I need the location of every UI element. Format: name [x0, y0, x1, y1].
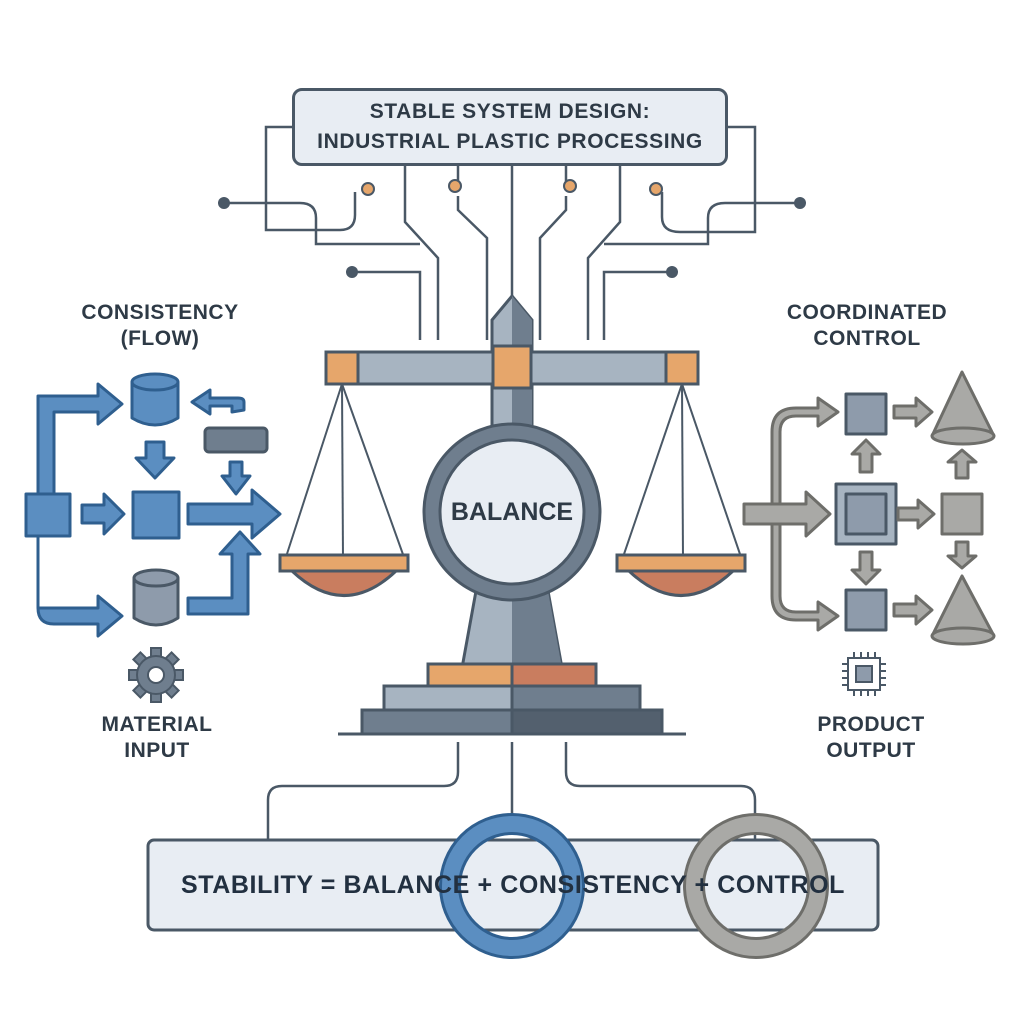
bottom-connectors — [266, 742, 757, 840]
process-block — [131, 490, 181, 540]
control-block — [844, 588, 888, 632]
consistency-label: CONSISTENCY (FLOW) — [60, 300, 260, 352]
title-panel: STABLE SYSTEM DESIGN: INDUSTRIAL PLASTIC… — [292, 88, 728, 166]
flow-arrow-down — [134, 440, 176, 480]
material-label-line-1: MATERIAL — [101, 713, 213, 736]
flow-arrow-bottom — [36, 534, 124, 638]
coordinated-label-line-1: COORDINATED — [786, 301, 948, 324]
title-line-2: INDUSTRIAL PLASTIC PROCESSING — [317, 130, 703, 153]
title-circuit-lines — [224, 125, 800, 340]
output-block — [940, 492, 984, 536]
flow-arrow-top — [36, 382, 124, 496]
flow-arrow-to-scale — [186, 488, 282, 540]
control-ring-icon — [683, 813, 829, 959]
product-output-label: PRODUCT OUTPUT — [776, 712, 966, 764]
coordinated-control-label: COORDINATED CONTROL — [762, 300, 972, 352]
chip-icon — [842, 652, 886, 696]
circuit-nodes — [218, 179, 806, 278]
coordinated-label-line-2: CONTROL — [813, 327, 921, 350]
flow-arrow-middle — [80, 492, 126, 536]
gear-icon — [128, 647, 184, 703]
stability-formula: STABILITY = BALANCE + CONSISTENCY + CONT… — [180, 870, 846, 899]
coordinated-control-diagram — [742, 370, 996, 646]
balance-scale-icon — [278, 293, 747, 736]
input-block — [24, 492, 72, 538]
database-icon — [132, 568, 180, 627]
consistency-flow-diagram — [24, 372, 282, 638]
material-label-line-2: INPUT — [124, 739, 190, 762]
consistency-ring-icon — [439, 813, 585, 959]
cone-icon — [930, 370, 996, 446]
control-block — [844, 392, 888, 436]
balance-label: BALANCE — [450, 497, 574, 526]
material-input-label: MATERIAL INPUT — [62, 712, 252, 764]
flow-arrow-entry — [742, 490, 832, 538]
database-icon — [130, 372, 180, 427]
title-line-1: STABLE SYSTEM DESIGN: — [369, 100, 651, 123]
consistency-label-line-1: CONSISTENCY — [81, 301, 239, 324]
cone-icon — [930, 574, 996, 646]
product-label-line-2: OUTPUT — [826, 739, 916, 762]
consistency-label-line-2: (FLOW) — [120, 327, 200, 350]
product-label-line-1: PRODUCT — [817, 713, 925, 736]
flow-arrow-up — [186, 530, 262, 616]
